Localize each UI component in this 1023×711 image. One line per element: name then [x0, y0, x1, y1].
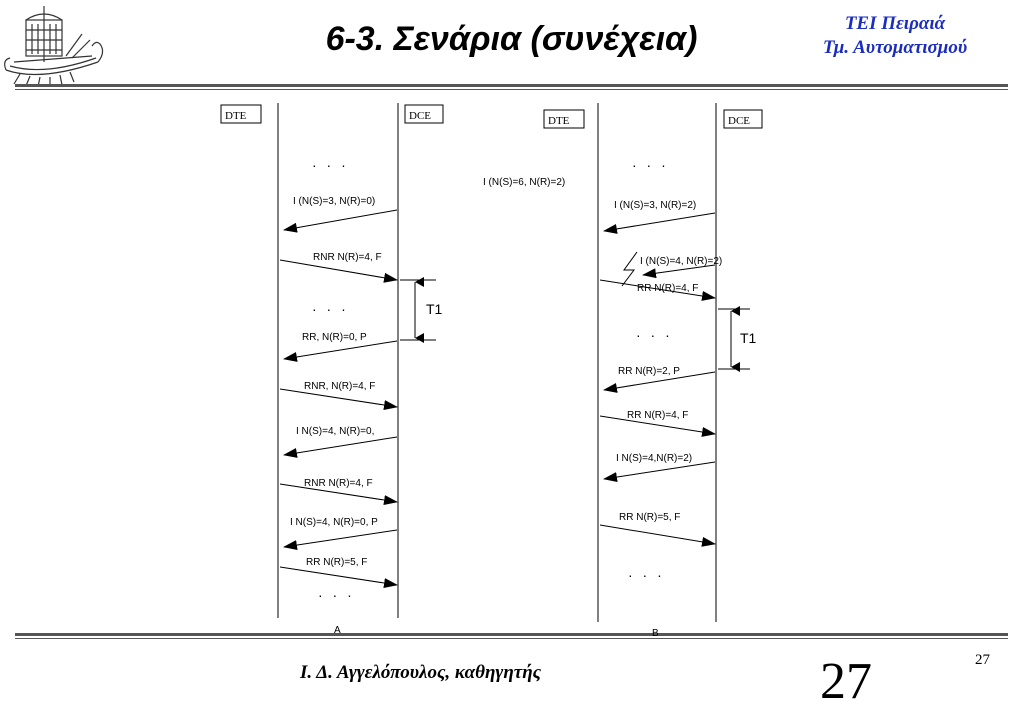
ellipsis-a3: · · ·: [318, 587, 355, 603]
dte-label-a: DTE: [225, 110, 247, 122]
dte-box-b: [543, 109, 585, 129]
bottom-rule: [15, 633, 1008, 636]
ellipsis-b2: · · ·: [636, 327, 673, 343]
frame-arrow-b6: [599, 415, 716, 437]
frame-label-a1: I (N(S)=3, N(R)=0): [293, 196, 375, 207]
page-number-large: 27: [820, 653, 872, 710]
frame-label-a5: I N(S)=4, N(R)=0,: [296, 426, 374, 437]
ellipsis-b3: · · ·: [628, 567, 665, 583]
institution-line1: ΤΕΙ Πειραιά: [844, 13, 946, 34]
frame-label-a6: RNR N(R)=4, F: [304, 478, 373, 489]
lightning-icon: [621, 251, 638, 287]
frame-label-b3: I (N(S)=4, N(R)=2): [640, 256, 722, 267]
frame-label-a8: RR N(R)=5, F: [306, 557, 367, 568]
caption-b: B: [652, 628, 659, 639]
dte-label-b: DTE: [548, 115, 570, 127]
bottom-rule-thin: [15, 638, 1008, 639]
ellipsis-a1: · · ·: [312, 157, 349, 173]
dce-label-a: DCE: [409, 110, 431, 122]
frame-arrow-a5: [283, 436, 398, 458]
frame-label-b5: RR N(R)=2, P: [618, 366, 680, 377]
frame-arrow-b2: [603, 212, 716, 234]
frame-label-b8: RR N(R)=5, F: [619, 512, 680, 523]
timer-label-b: T1: [740, 330, 757, 346]
caption-a: A: [334, 625, 341, 636]
frame-label-a7: I N(S)=4, N(R)=0, P: [290, 517, 378, 528]
page-number-small: 27: [975, 652, 990, 668]
dce-label-b: DCE: [728, 115, 750, 127]
frame-arrow-b5: [603, 371, 716, 393]
frame-label-b1: I (N(S)=6, N(R)=2): [483, 177, 565, 188]
frame-label-b7: I N(S)=4,N(R)=2): [616, 453, 692, 464]
frame-label-a2: RNR N(R)=4, F: [313, 252, 382, 263]
frame-arrow-b8: [599, 524, 716, 547]
frame-arrow-a6: [279, 483, 398, 505]
top-rule-thin: [15, 89, 1008, 90]
frame-arrow-b4: [599, 279, 716, 301]
ship-logo: [4, 6, 104, 88]
author-name: Ι. Δ. Αγγελόπουλος, καθηγητής: [300, 662, 542, 683]
frame-arrow-a7: [283, 529, 398, 551]
frame-arrow-a2: [279, 259, 398, 283]
dce-box-b: [723, 109, 763, 129]
frame-arrow-a4: [279, 388, 398, 410]
frame-label-a4: RNR, N(R)=4, F: [304, 381, 375, 392]
institution: ΤΕΙ Πειραιά Τμ. Αυτοματισμού: [780, 12, 1010, 60]
frame-arrow-b7: [603, 461, 716, 482]
page-title: 6-3. Σενάρια (συνέχεια): [325, 20, 698, 58]
frame-arrow-a1: [283, 209, 398, 233]
diagram-b: DTE DCE I (N(S)=6, N(R)=2) · · · I (N(S)…: [483, 103, 763, 639]
top-rule: [15, 84, 1008, 87]
frame-label-b2: I (N(S)=3, N(R)=2): [614, 200, 696, 211]
ellipsis-a2: · · ·: [312, 301, 349, 317]
frame-label-a3: RR, N(R)=0, P: [302, 332, 367, 343]
timer-label-a: T1: [426, 301, 443, 317]
frame-label-b4: RR N(R)=4, F: [637, 283, 698, 294]
diagram-a: DTE DCE · · · I (N(S)=3, N(R)=0) RNR N(R…: [220, 103, 444, 636]
institution-line2: Τμ. Αυτοματισμού: [822, 37, 968, 58]
frame-arrow-a3: [283, 340, 398, 362]
dce-box-a: [404, 104, 444, 124]
frame-arrow-b3: [642, 264, 716, 279]
frame-label-b6: RR N(R)=4, F: [627, 410, 688, 421]
ellipsis-b1: · · ·: [632, 157, 669, 173]
dte-box-a: [220, 104, 262, 124]
frame-arrow-a8: [279, 566, 398, 588]
